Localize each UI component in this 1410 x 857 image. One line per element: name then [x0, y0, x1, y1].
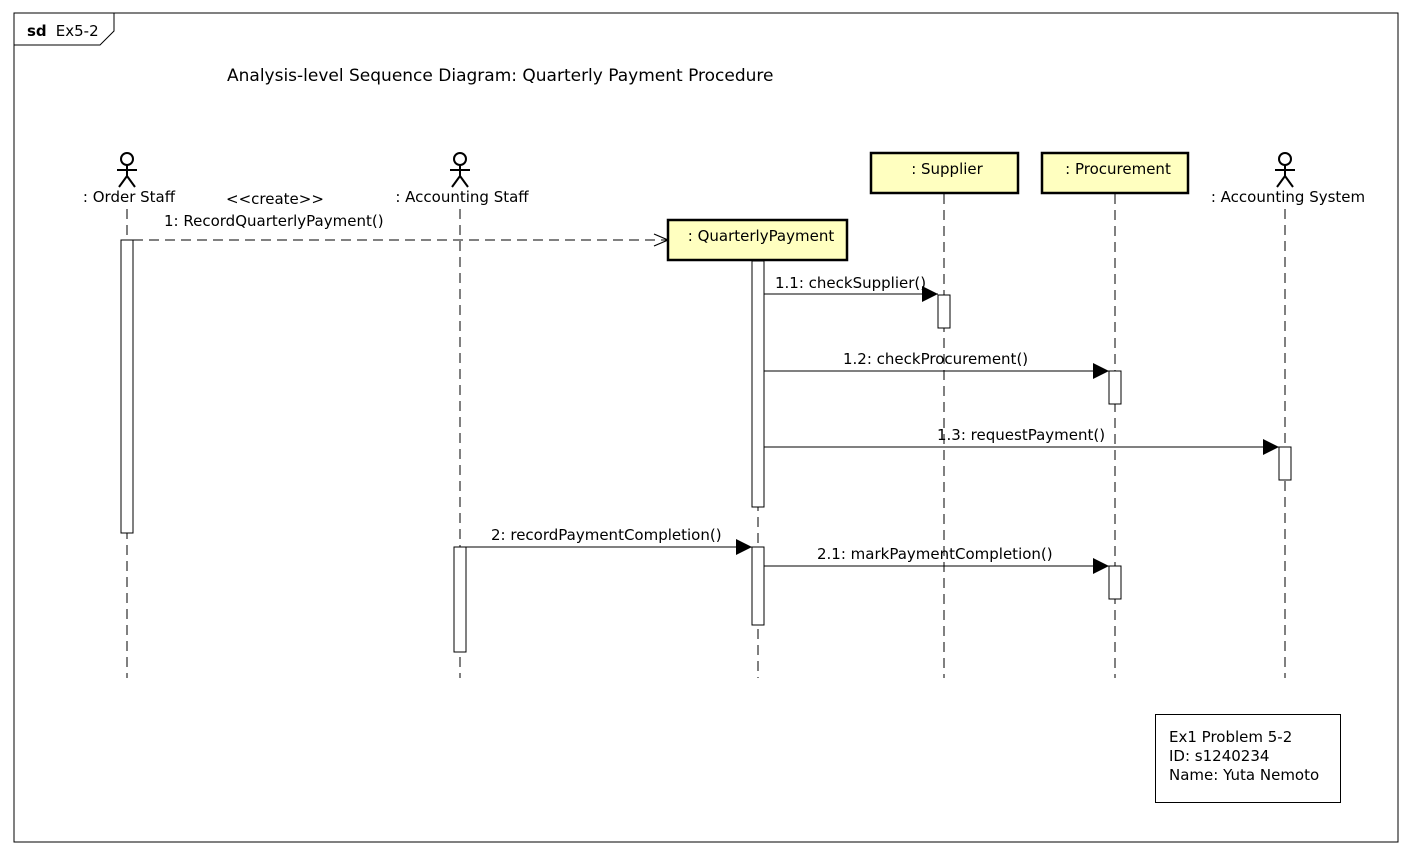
- object-label-supplier: : Supplier: [911, 160, 983, 178]
- diagram-title: Analysis-level Sequence Diagram: Quarter…: [227, 66, 774, 86]
- message-label-1-2: 1.2: checkProcurement(): [843, 350, 1028, 368]
- message-label-1-1: 1.1: checkSupplier(): [775, 274, 926, 292]
- activation-bar: [937, 294, 951, 329]
- actor-label-accounting-system: : Accounting System: [1211, 188, 1365, 206]
- actor-label-order-staff: : Order Staff: [83, 188, 176, 206]
- activation-bar: [751, 260, 765, 508]
- note-box: Ex1 Problem 5-2 ID: s1240234 Name: Yuta …: [1155, 714, 1341, 803]
- actor-icon: [1275, 152, 1295, 188]
- message-label-1-3: 1.3: requestPayment(): [937, 426, 1105, 444]
- frame-keyword: sd: [27, 22, 47, 40]
- actor-label-accounting-staff: : Accounting Staff: [395, 188, 529, 206]
- actor-icon: [117, 152, 137, 188]
- frame-name: Ex5-2: [56, 22, 99, 40]
- activation-bar: [1108, 370, 1122, 405]
- message-label-1: 1: RecordQuarterlyPayment(): [164, 212, 384, 230]
- object-label-quarterly-payment: : QuarterlyPayment: [688, 227, 835, 245]
- note-line: Ex1 Problem 5-2: [1169, 728, 1293, 746]
- activation-bar: [1108, 565, 1122, 600]
- diagram-frame: [13, 12, 1399, 843]
- object-box-quarterly-payment: : QuarterlyPayment: [666, 218, 849, 262]
- activation-bar: [751, 546, 765, 626]
- note-line: Name: Yuta Nemoto: [1169, 766, 1320, 784]
- object-box-supplier: : Supplier: [869, 151, 1020, 195]
- frame-tab: [14, 13, 115, 46]
- message-label-2: 2: recordPaymentCompletion(): [491, 526, 722, 544]
- message-label-2-1: 2.1: markPaymentCompletion(): [817, 545, 1053, 563]
- activation-bar: [1278, 446, 1292, 481]
- message-stereotype-create: <<create>>: [226, 190, 324, 208]
- actor-icon: [450, 152, 470, 188]
- object-box-procurement: : Procurement: [1040, 151, 1190, 195]
- object-label-procurement: : Procurement: [1065, 160, 1171, 178]
- activation-bar: [120, 239, 134, 534]
- activation-bar: [453, 546, 467, 653]
- svg-text:sd Ex5-2: sd Ex5-2: [27, 21, 99, 40]
- note-line: ID: s1240234: [1169, 747, 1270, 765]
